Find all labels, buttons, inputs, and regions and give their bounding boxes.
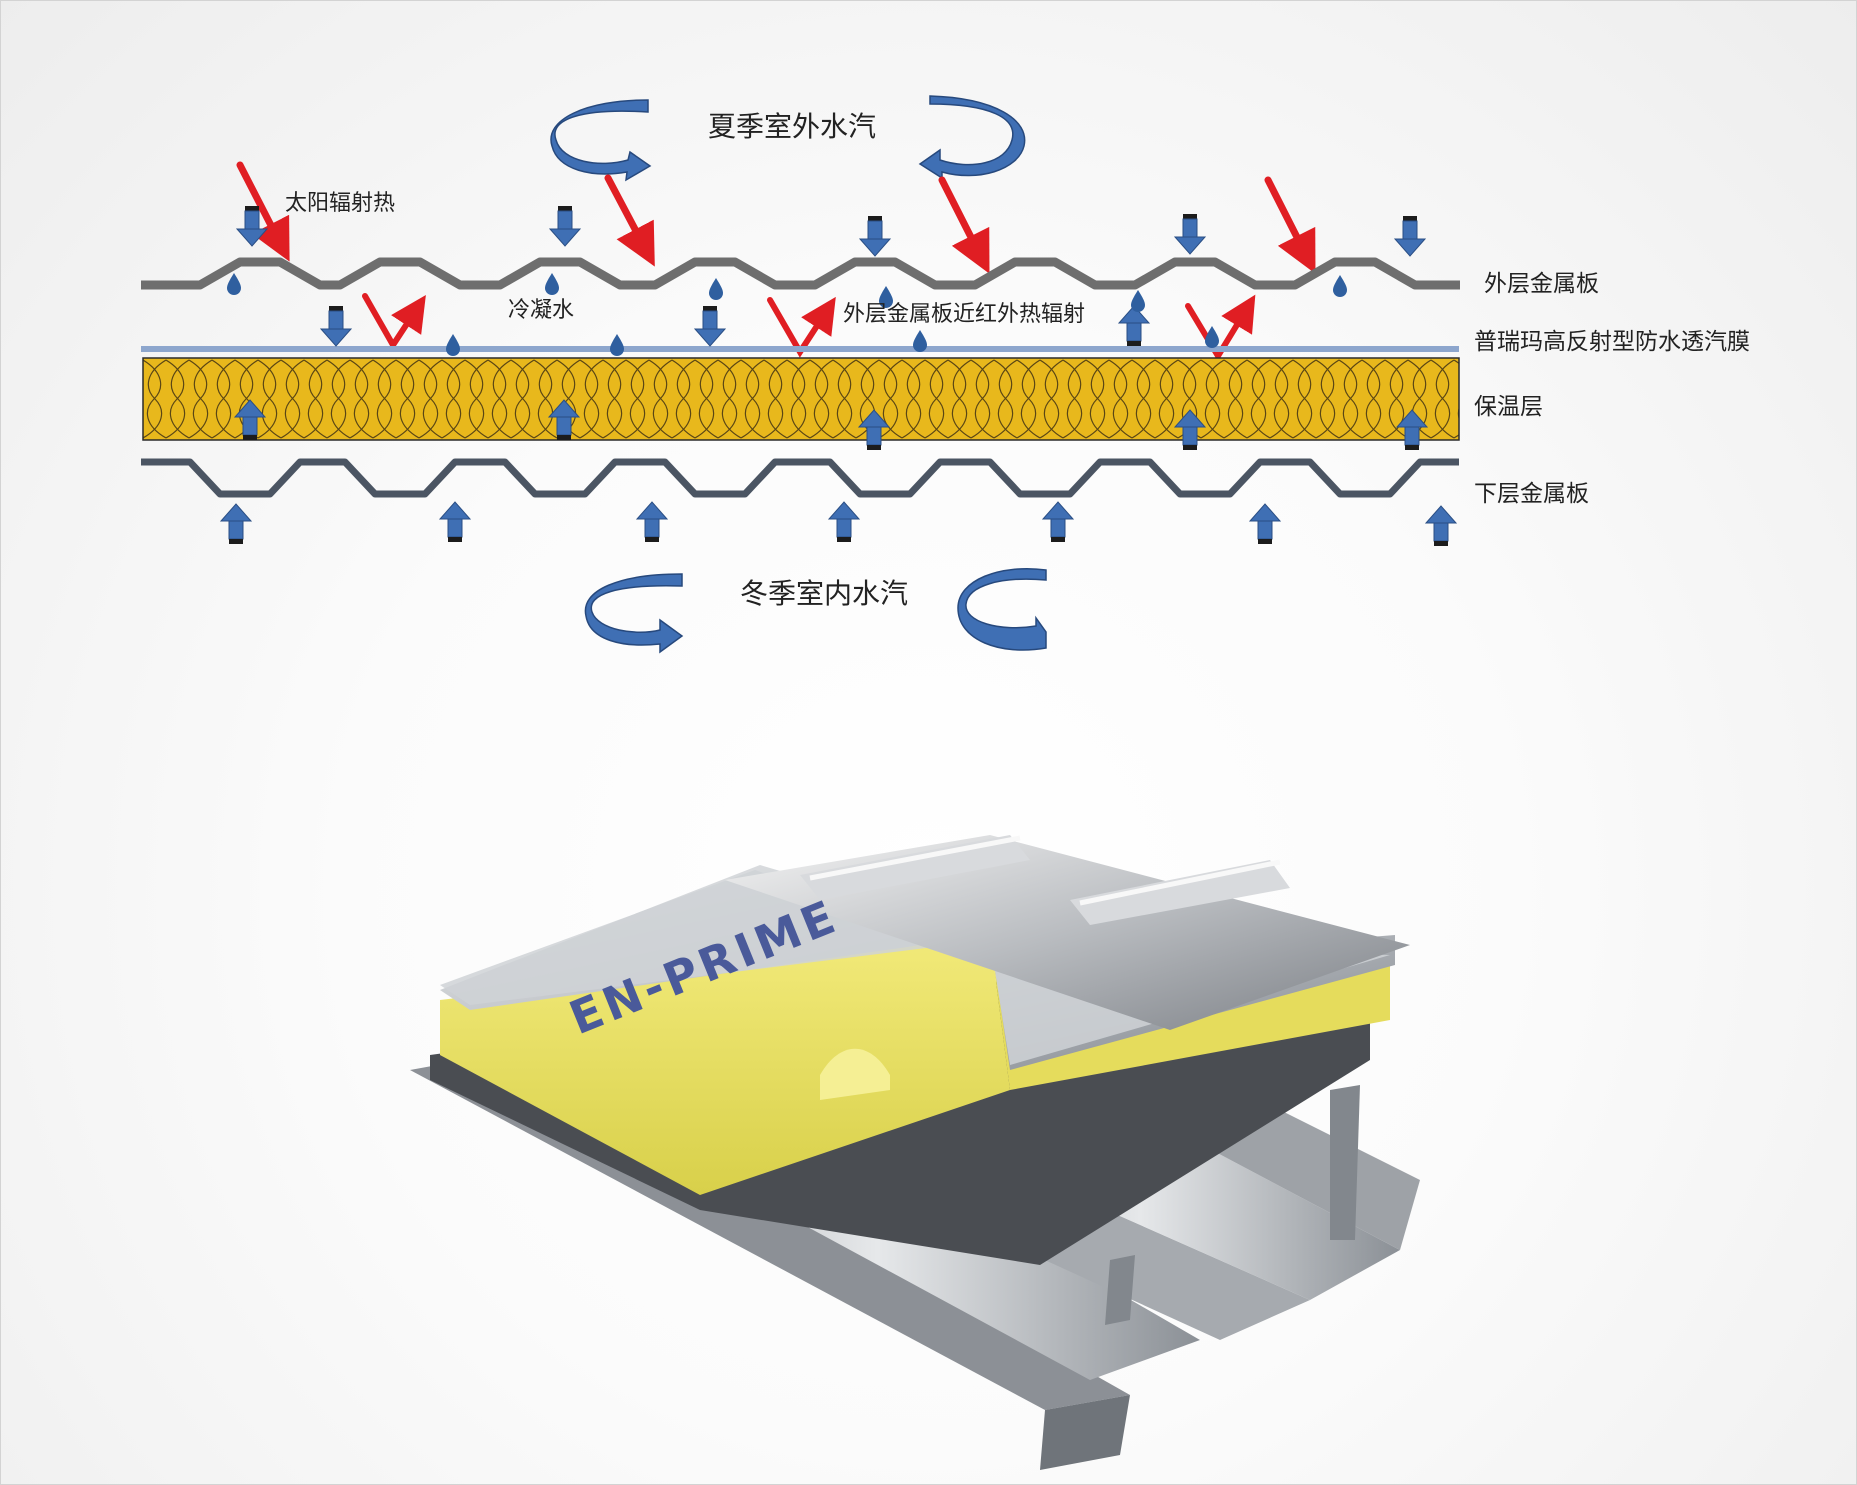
outer-metal-sheet bbox=[141, 257, 1460, 290]
summer-vapor-label: 夏季室外水汽 bbox=[708, 110, 877, 143]
summer-vapor-left-curl-icon bbox=[550, 99, 652, 182]
support-purlins bbox=[1105, 1085, 1360, 1325]
solar-ray-arrows bbox=[236, 161, 1316, 274]
vapor-up-arrow-cavity bbox=[1118, 305, 1150, 347]
vapor-up-arrows-inner bbox=[220, 501, 1457, 547]
standing-seam-top-sheet bbox=[725, 835, 1410, 1030]
inner-metal-sheet bbox=[141, 458, 1459, 498]
winter-vapor-left-curl-icon bbox=[584, 573, 684, 654]
insulation-label: 保温层 bbox=[1474, 394, 1543, 420]
outer-sheet-label: 外层金属板 bbox=[1484, 271, 1599, 297]
winter-vapor-right-curl-icon bbox=[957, 568, 1047, 651]
membrane-layer bbox=[141, 346, 1459, 352]
membrane-label: 普瑞玛高反射型防水透汽膜 bbox=[1474, 329, 1750, 355]
condensation-label: 冷凝水 bbox=[508, 298, 575, 323]
summer-vapor-right-curl-icon bbox=[918, 95, 1026, 180]
solar-heat-label: 太阳辐射热 bbox=[285, 191, 396, 216]
insulation-layer bbox=[142, 357, 1460, 441]
ir-radiation-label: 外层金属板近红外热辐射 bbox=[843, 302, 1086, 327]
inner-sheet-label: 下层金属板 bbox=[1474, 481, 1589, 507]
vapor-down-arrows-outer bbox=[236, 205, 1426, 257]
winter-vapor-label: 冬季室内水汽 bbox=[740, 577, 909, 610]
roof-section-diagram bbox=[141, 95, 1460, 654]
roof-3d-illustration: EN-PRIME bbox=[410, 835, 1420, 1470]
